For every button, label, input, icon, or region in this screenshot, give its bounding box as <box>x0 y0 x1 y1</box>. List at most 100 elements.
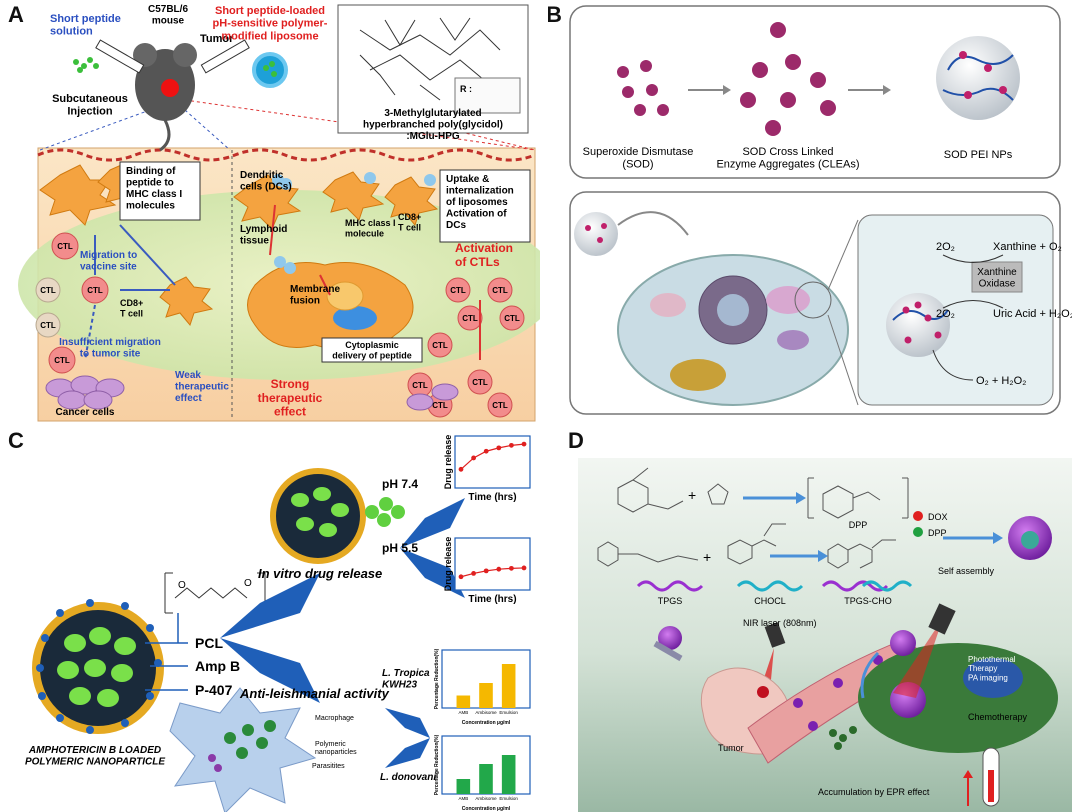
panel-d-diagram: + + DPP DOX DPP Self assembly TPGS CHOCL… <box>578 458 1072 812</box>
chart-category-label: Ambisome <box>475 796 497 801</box>
svg-text:CTL: CTL <box>492 286 508 295</box>
chart-point <box>496 566 502 572</box>
chart-frame <box>454 435 531 489</box>
label-o2-top: 2O₂ <box>936 241 955 253</box>
panel-letter-c: C <box>8 428 24 453</box>
chart-category-label: Emulsion <box>499 796 518 801</box>
chart-xlabel: Concentration µg/ml <box>462 720 511 726</box>
chart-xlabel: Concentration µg/ml <box>462 806 511 812</box>
label-pcl: PCL <box>195 635 223 651</box>
label-ampb: Amp B <box>195 658 240 674</box>
label-cd8-tcell: CD8+T cell <box>120 298 143 318</box>
label-l-donovani: L. donovani <box>380 772 436 783</box>
label-dox-legend: DOX <box>928 512 948 522</box>
chart-point <box>471 455 476 461</box>
svg-text:CTL: CTL <box>87 286 103 295</box>
label-chocl: CHOCL <box>754 596 786 606</box>
chart-point <box>521 441 527 447</box>
chart-point <box>471 571 476 576</box>
label-anti-leish: Anti-leishmanial activity <box>239 686 390 701</box>
panel-d: D <box>548 428 1072 812</box>
svg-text:CTL: CTL <box>504 314 520 323</box>
label-dpp: DPP <box>849 520 868 530</box>
svg-text:CTL: CTL <box>40 286 56 295</box>
label-in-vitro: In vitro drug release <box>258 566 382 581</box>
chart-bar <box>456 695 471 708</box>
svg-text:CTL: CTL <box>450 286 466 295</box>
label-cd8-tcell-2: CD8+T cell <box>398 212 421 232</box>
cell-illustration <box>617 254 849 406</box>
label-chemotherapy: Chemotherapy <box>968 712 1028 722</box>
chart-category-label: Ambisome <box>475 710 497 715</box>
chart-ylabel: Percentage Reduction(%) <box>434 734 440 795</box>
label-tpgs: TPGS <box>658 596 683 606</box>
chart-ylabel: Drug release <box>443 435 453 490</box>
chart-point <box>483 568 489 574</box>
chart-point <box>509 442 514 448</box>
label-self-assembly: Self assembly <box>938 566 995 576</box>
label-parasitites: Parasitites <box>312 763 345 770</box>
label-uric-acid: Uric Acid + H₂O₂ <box>993 308 1072 320</box>
label-r: R : <box>460 84 472 94</box>
svg-text:CTL: CTL <box>492 401 508 410</box>
chart-bar <box>456 779 471 794</box>
chart-ylabel: Percentage Reduction(%) <box>434 648 440 709</box>
label-pei: SOD PEI NPs <box>944 149 1013 161</box>
chart-point <box>458 574 464 580</box>
label-nir: NIR laser (808nm) <box>743 618 817 628</box>
chart-point <box>483 448 489 454</box>
label-cancer-cells: Cancer cells <box>56 407 115 418</box>
bar-chart-l-tropica: Percentage Reduction(%) Concentration µg/… <box>434 648 531 726</box>
label-o2-h2o2: O₂ + H₂O₂ <box>976 375 1026 387</box>
label-epr: Accumulation by EPR effect <box>818 787 930 797</box>
label-plus-1: + <box>688 487 696 503</box>
svg-text:CTL: CTL <box>412 381 428 390</box>
svg-text:CTL: CTL <box>40 321 56 330</box>
svg-text:O: O <box>178 580 186 591</box>
chart-point <box>496 445 502 451</box>
chart-bar <box>479 683 493 708</box>
label-sod: Superoxide Dismutase(SOD) <box>583 146 694 171</box>
svg-text:CTL: CTL <box>462 314 478 323</box>
mouse-illustration <box>133 43 197 152</box>
chart-point <box>521 565 527 571</box>
chart-frame <box>454 537 531 591</box>
svg-text:CTL: CTL <box>432 401 448 410</box>
chart-ylabel: Drug release <box>443 537 453 592</box>
label-o2-mid: 2O₂ <box>936 308 955 320</box>
label-plus-2: + <box>703 549 711 565</box>
bar-chart-l-donovani: Percentage Reduction(%) Concentration µg/… <box>434 734 531 812</box>
svg-text:CTL: CTL <box>432 341 448 350</box>
chart-point <box>458 466 464 472</box>
label-p407: P-407 <box>195 682 233 698</box>
label-tpgs-cho: TPGS-CHO <box>844 596 892 606</box>
panel-letter-d: D <box>568 428 584 453</box>
chart-category-label: AMB <box>458 796 468 801</box>
chart-point <box>509 565 514 571</box>
chart-bar <box>479 764 493 794</box>
label-dpp-legend: DPP <box>928 528 947 538</box>
chart-bar <box>501 664 516 708</box>
